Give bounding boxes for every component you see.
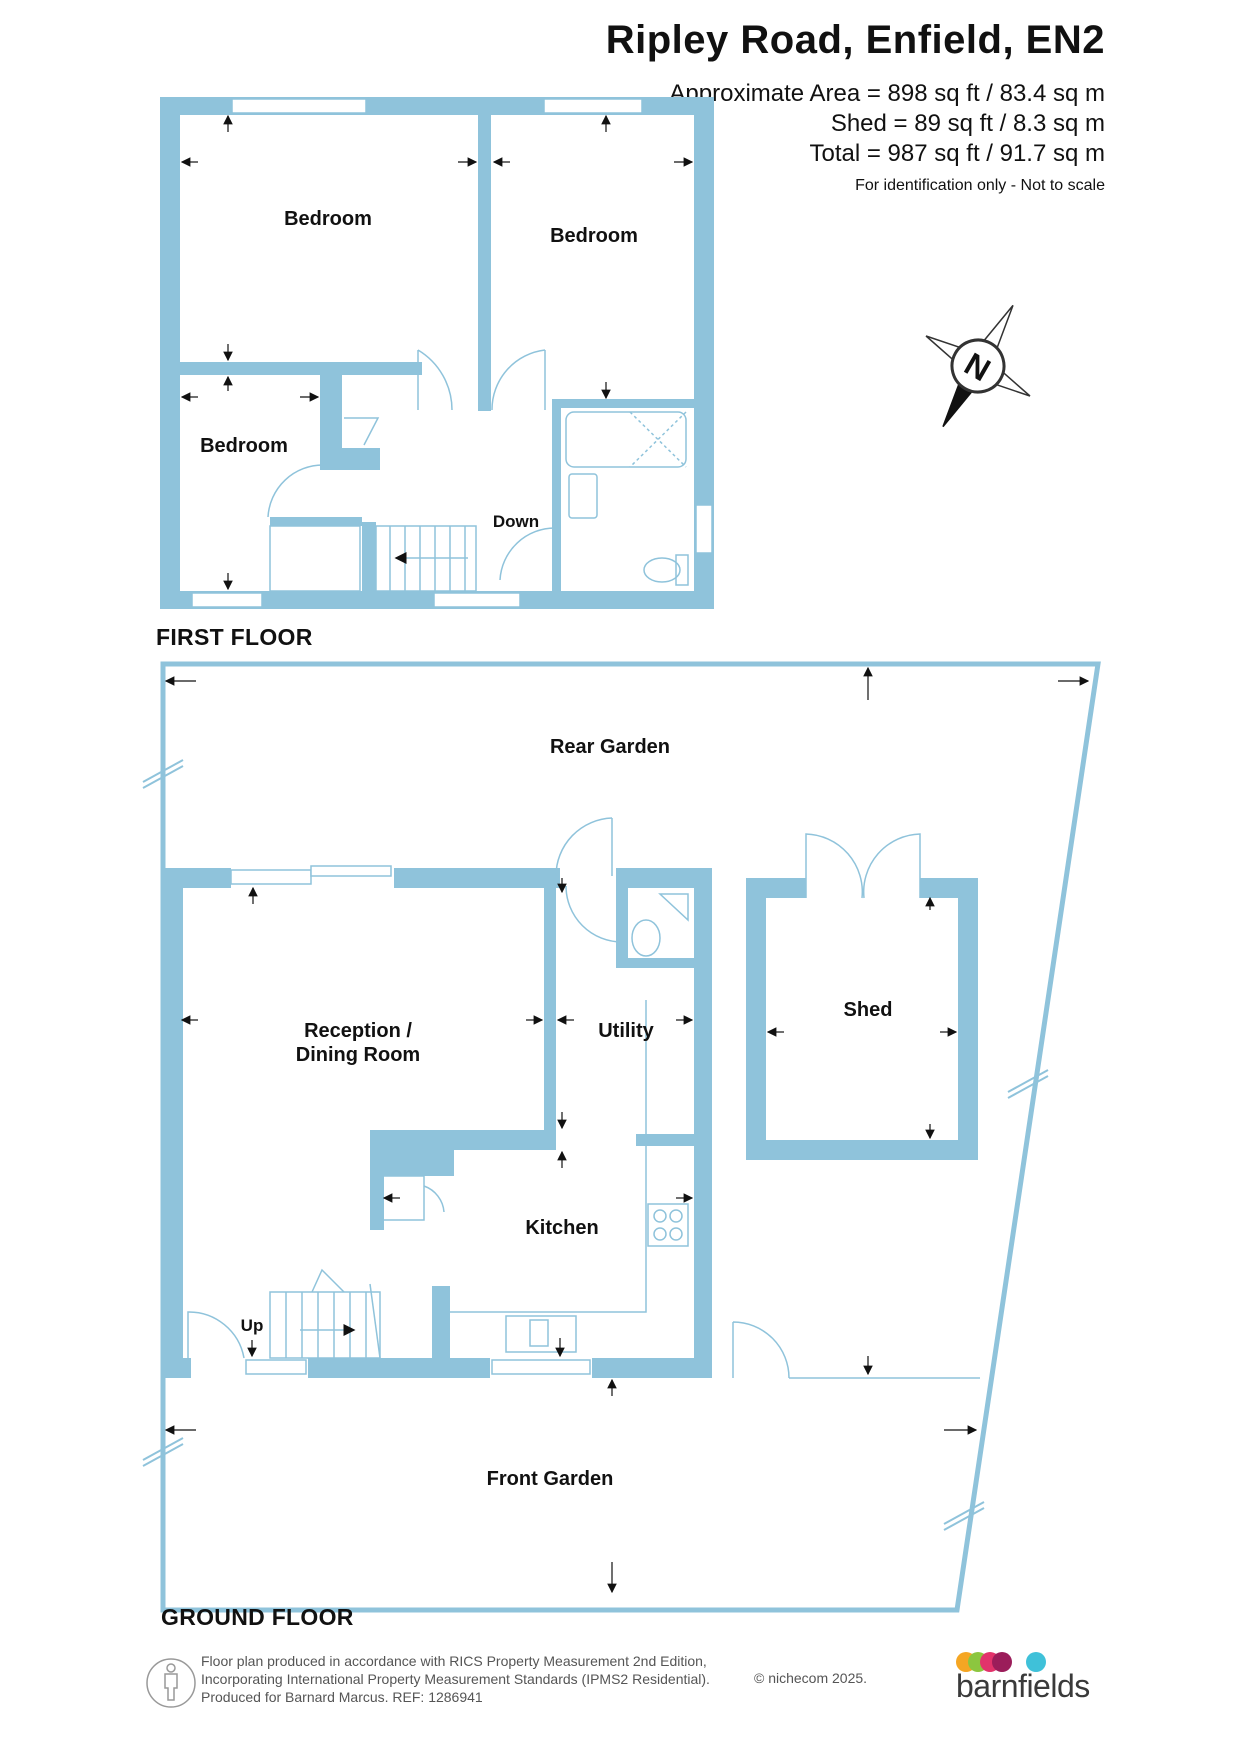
brand-dot-4 bbox=[992, 1652, 1012, 1672]
footer-disclaimer: Floor plan produced in accordance with R… bbox=[201, 1652, 710, 1706]
approximate-area: Approximate Area = 898 sq ft / 83.4 sq m bbox=[669, 80, 1105, 107]
stairs-up-label: Up bbox=[240, 1316, 264, 1335]
bedroom-2-label: Bedroom bbox=[550, 225, 638, 247]
front-garden-label: Front Garden bbox=[486, 1468, 614, 1490]
first-floor-label: FIRST FLOOR bbox=[156, 624, 313, 650]
footer-line-3: Produced for Barnard Marcus. REF: 128694… bbox=[201, 1689, 483, 1705]
ground-floor-plan bbox=[163, 868, 978, 1378]
footer-line-2: Incorporating International Property Mea… bbox=[201, 1671, 710, 1687]
bedroom-1-label: Bedroom bbox=[284, 208, 372, 230]
compass-rose-icon bbox=[925, 304, 1031, 428]
reception-label-line1: Reception / bbox=[304, 1020, 412, 1042]
bedroom-3-label: Bedroom bbox=[200, 435, 288, 457]
brand-logo: barnfields bbox=[956, 1668, 1090, 1704]
rear-garden-label: Rear Garden bbox=[549, 736, 671, 758]
ground-floor-label: GROUND FLOOR bbox=[161, 1604, 354, 1630]
identification-note: For identification only - Not to scale bbox=[855, 177, 1105, 194]
kitchen-label: Kitchen bbox=[525, 1217, 599, 1239]
reception-label-line2: Dining Room bbox=[295, 1044, 421, 1066]
person-scale-icon bbox=[146, 1658, 196, 1708]
stairs-down-label: Down bbox=[492, 512, 540, 531]
copyright-notice: © nichecom 2025. bbox=[754, 1670, 868, 1686]
utility-label: Utility bbox=[598, 1020, 654, 1042]
first-floor-plan bbox=[160, 97, 714, 609]
footer-line-1: Floor plan produced in accordance with R… bbox=[201, 1653, 707, 1669]
brand-dot-5 bbox=[1026, 1652, 1046, 1672]
shed-label: Shed bbox=[843, 999, 893, 1021]
total-area: Total = 987 sq ft / 91.7 sq m bbox=[809, 140, 1106, 167]
plan-title: Ripley Road, Enfield, EN2 bbox=[605, 18, 1105, 62]
shed-area: Shed = 89 sq ft / 8.3 sq m bbox=[830, 110, 1105, 137]
